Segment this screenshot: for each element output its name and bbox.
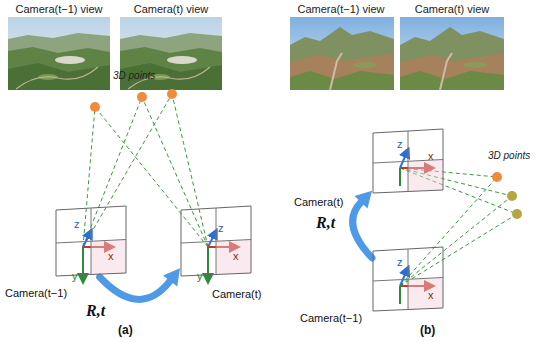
point-dot [507,191,517,201]
plane-shade [91,240,126,275]
camera-frame: Camera(t−1) [372,246,444,312]
plane-shade [408,278,443,310]
camera-label: Camera(t−1) [300,312,362,325]
aerial-photo [290,17,394,90]
axis-label: z [218,222,224,235]
plane-outline [373,247,443,311]
motion-arrow [353,202,372,258]
camera-label: Camera(t) [294,196,344,209]
point-dot [167,89,177,99]
image-plane [55,205,127,277]
points-label: 3D points [113,70,155,82]
axis-label: y [72,270,78,283]
axis-label: y [197,270,203,283]
projection-rays [83,94,517,286]
axis-label: z [397,138,403,151]
point-dot [512,209,522,219]
camera-label: Camera(t−1) [5,287,67,300]
aerial-photo [8,17,110,90]
axis-label: x [428,150,434,163]
transform-label: R,t [316,214,335,232]
motion-arrowhead [354,191,372,209]
motion-arrow [100,277,170,299]
plane-shade [216,240,251,275]
point-dot [137,92,147,102]
transform-label: R,t [86,302,105,320]
3d-points [90,89,522,219]
view-caption: Camera(t) view [415,3,490,16]
plane-shade [408,160,443,192]
view-caption: Camera(t−1) view [297,3,384,16]
plane-grid [373,278,443,282]
camera-frame: Camera(t−1) [55,205,127,277]
points-label: 3D points [488,150,530,162]
motion-arrowhead [163,268,180,286]
plane-outline [56,206,126,276]
panel-label: (a) [118,324,133,338]
image-plane [372,246,444,312]
view-caption: Camera(t) view [134,3,209,16]
plane-outline [373,129,443,193]
camera-label: Camera(t) [212,288,262,301]
view-caption: Camera(t−1) view [15,3,102,16]
plane-outline [181,206,251,276]
image-plane [180,205,252,277]
point-dot [492,172,502,182]
axis-label: x [233,250,239,263]
camera-frame: Camera(t) [180,205,252,277]
axis-label: z [74,218,80,231]
panel-label: (b) [420,324,435,338]
axis-label: z [397,256,403,269]
axis-label: x [428,289,434,302]
axis-label: x [108,250,114,263]
point-dot [90,102,100,112]
plane-grid [181,240,251,244]
plane-grid [56,240,126,244]
aerial-photo [400,17,504,90]
